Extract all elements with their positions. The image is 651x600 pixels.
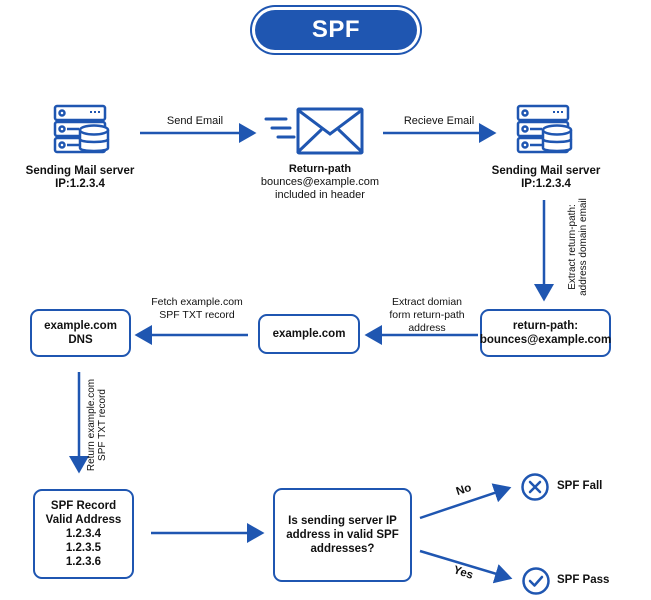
return-path-address: bounces@example.com	[260, 176, 380, 188]
server-icon	[516, 104, 573, 154]
dns-box: example.com DNS	[30, 309, 131, 357]
return-path-title: Return-path	[288, 163, 352, 175]
extract-domain-label: Extract domian form return-path address	[389, 296, 465, 334]
extract-return-path-label: Extract return-path: address domain emai…	[567, 198, 589, 296]
fetch-label: Fetch example.com SPF TXT record	[151, 296, 243, 321]
left-server-name: Sending Mail server	[25, 165, 135, 177]
x-circle-icon	[521, 473, 549, 501]
right-server-ip: IP:1.2.3.4	[521, 178, 571, 190]
check-circle-icon	[522, 567, 550, 595]
spf-fail-label: SPF Fall	[557, 480, 603, 492]
right-server-name: Sending Mail server	[491, 165, 601, 177]
question-box: Is sending server IP address in valid SP…	[273, 488, 412, 582]
return-path-label: Return-path bounces@example.com included…	[250, 163, 390, 202]
left-server-label: Sending Mail server IP:1.2.3.4	[20, 165, 140, 191]
return-txt-label: Return example.com SPF TXT record	[86, 378, 108, 472]
arrow-yes	[419, 549, 513, 584]
spf-pass-label: SPF Pass	[557, 574, 610, 586]
server-icon	[53, 104, 110, 154]
left-server-ip: IP:1.2.3.4	[55, 178, 105, 190]
page-title: SPF	[311, 16, 361, 43]
spf-record-box: SPF Record Valid Address 1.2.3.4 1.2.3.5…	[33, 489, 134, 579]
arrow-no	[419, 483, 512, 520]
domain-box: example.com	[258, 314, 360, 354]
send-email-label: Send Email	[166, 115, 224, 127]
right-server-label: Sending Mail server IP:1.2.3.4	[486, 165, 606, 191]
return-path-box: return-path: bounces@example.com	[480, 309, 611, 357]
receive-email-label: Recieve Email	[403, 115, 475, 127]
envelope-icon	[264, 107, 364, 155]
title-pill: SPF	[255, 10, 417, 50]
return-path-note: included in header	[275, 189, 365, 201]
